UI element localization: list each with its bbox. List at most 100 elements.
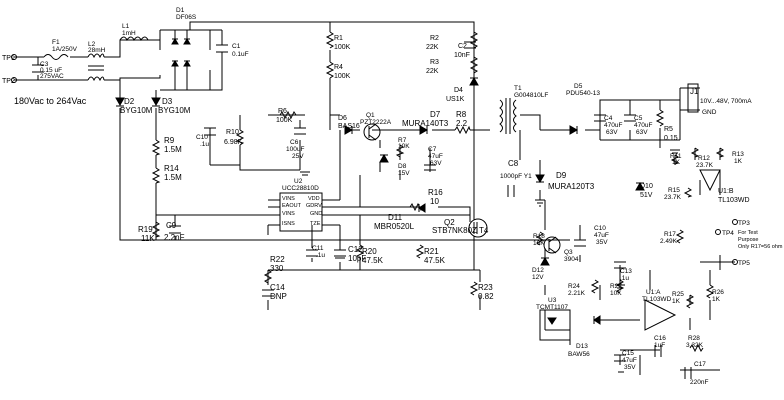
value-d5: PDU540-13: [566, 90, 600, 97]
resistors-r11-r12-r13: [670, 147, 725, 165]
label-c10: C10: [594, 225, 606, 232]
label-c12: C12: [348, 245, 363, 254]
value-q3: 3904: [564, 256, 579, 263]
label-r22: R22: [270, 255, 285, 264]
resistor-r5: [655, 109, 665, 127]
resistor-r9: [151, 139, 161, 156]
label-r16: R16: [428, 188, 443, 197]
tp5-terminal[interactable]: [732, 259, 738, 265]
value-r24: 2.21K: [568, 290, 586, 297]
label-r25: R25: [672, 291, 684, 298]
wire-u2-left: [268, 199, 280, 226]
value-r12: 23.7K: [696, 162, 714, 169]
value-c13: .1u: [620, 275, 629, 282]
wire-j1: [680, 87, 700, 111]
note-test-3: Only R17=56 ohm: [738, 244, 783, 250]
capacitor-c8: [507, 185, 515, 197]
value-c10: 47uF: [594, 232, 609, 239]
label-l2: L2: [88, 41, 96, 48]
label-c4: C4: [604, 115, 613, 122]
value-c15: 47uF: [622, 357, 637, 364]
tp2-terminal[interactable]: [11, 77, 17, 83]
wire-u2-right: [322, 199, 340, 226]
label-d10: D10: [640, 183, 653, 190]
label-r24: R24: [568, 283, 580, 290]
label-u1a: U1:A: [646, 289, 661, 296]
tp1-terminal[interactable]: [11, 54, 17, 60]
wire-bridge-ac: [148, 39, 161, 79]
value-t1: G004810LF: [514, 92, 548, 99]
value-c6: 100uF: [286, 146, 304, 153]
wires: [14, 21, 735, 375]
diodes-d11-d13: [418, 203, 601, 325]
wire-tp: [700, 255, 735, 270]
value-d11: MBR0520L: [374, 222, 415, 231]
capacitor-c3: [32, 64, 44, 73]
mosfet-q2: [468, 218, 488, 238]
labels: TP1 TP2 180Vac to 264Vac F1 1A/250V C3 0…: [2, 7, 783, 386]
wire-c10: [209, 128, 240, 166]
resistor-r28: [689, 343, 704, 353]
value-r17: 2.49K: [660, 238, 678, 245]
wire-comp: [619, 355, 720, 375]
resistor-r22: [263, 269, 273, 284]
label-j1: J1: [690, 87, 699, 96]
wire-hv-rail: [189, 21, 475, 95]
tp3-terminal[interactable]: [732, 219, 738, 225]
value-d13: BAW56: [568, 351, 590, 358]
value-r19: 11K: [141, 234, 155, 243]
value-d7: MURA140T3: [402, 119, 449, 128]
value-d1: DF06S: [176, 14, 197, 21]
value-r1: 100K: [334, 44, 351, 51]
wire-r1-r4: [329, 22, 340, 130]
capacitor-c9: [169, 225, 181, 234]
tp4-terminal[interactable]: [715, 229, 721, 235]
value-u3: TCMT1107: [536, 304, 568, 311]
label-q1: Q1: [366, 112, 375, 119]
capacitors-c4-c5: [594, 114, 636, 122]
value-r5: 0.15: [664, 135, 678, 142]
wire-drain: [473, 95, 481, 310]
label-c2: C2: [458, 43, 467, 50]
label-c13: C13: [620, 268, 632, 275]
bridge-diodes-d1: [171, 38, 191, 67]
label-d3: D3: [162, 97, 173, 106]
resistors-r25-r26: [685, 284, 715, 309]
capacitor-c2: [464, 41, 476, 49]
label-c15: C15: [622, 350, 634, 357]
label-tp5: TP5: [738, 260, 750, 267]
wire-u2-vdd: [339, 130, 361, 208]
transistor-q1: [363, 123, 381, 141]
label-r27: R27: [610, 283, 622, 290]
rating-c7: 63V: [430, 160, 442, 167]
wire-u1b: [699, 169, 721, 195]
connector-j1: [687, 83, 699, 113]
resistor-r8: [454, 125, 471, 135]
label-d1: D1: [176, 7, 185, 14]
wire-feedback: [595, 319, 660, 351]
opamp-u1b: [699, 169, 721, 192]
resistor-r6: [279, 110, 297, 120]
value-r28: 3.32K: [686, 342, 704, 349]
resistor-r23: [469, 281, 479, 296]
value-r9: 1.5M: [164, 145, 182, 154]
symbols: [11, 30, 738, 379]
u2-pin-vdd: VDD: [308, 196, 320, 202]
label-r3: R3: [430, 59, 439, 66]
rating-c4: 63V: [606, 129, 618, 136]
wire-c12: [335, 225, 345, 270]
wire-c1b: [210, 29, 223, 91]
label-r26: R26: [712, 289, 724, 296]
capacitor-c11: [306, 249, 318, 257]
wire-q1-bias: [379, 140, 431, 180]
label-r17: R17: [664, 231, 676, 238]
label-d7: D7: [430, 110, 441, 119]
label-c5: C5: [634, 115, 643, 122]
value-c17: 220nF: [690, 379, 708, 386]
label-tp1: TP1: [2, 55, 15, 62]
value-c5: 470uF: [634, 122, 652, 129]
value-r21: 47.5K: [424, 256, 446, 265]
label-q2: Q2: [444, 218, 455, 227]
value-q2: STB7NK80Z T4: [432, 226, 489, 235]
